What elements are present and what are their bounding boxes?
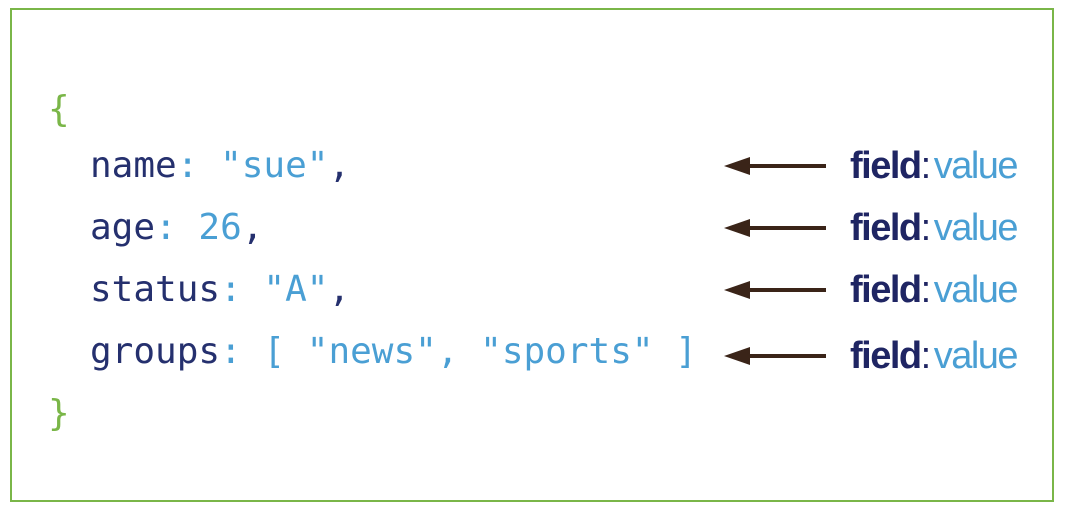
field-line-status: status: "A", xyxy=(90,272,350,312)
annotation-label: field:value xyxy=(850,144,1019,188)
field-key: status xyxy=(90,269,221,310)
annotation-value: value xyxy=(933,268,1019,311)
field-line-groups: groups: [ "news", "sports" ] xyxy=(90,334,697,374)
annotation-separator: : xyxy=(920,206,932,249)
annotation-value: value xyxy=(933,334,1019,377)
annotation-field: field xyxy=(850,334,922,377)
annotation-row: field:value xyxy=(724,206,1019,250)
field-colon: : xyxy=(155,207,177,248)
field-value: 26 xyxy=(198,207,242,248)
field-line-age: age: 26, xyxy=(90,210,263,250)
annotation-value: value xyxy=(933,144,1019,187)
annotation-separator: : xyxy=(920,268,932,311)
field-value: "A" xyxy=(263,269,329,310)
annotation-separator: : xyxy=(920,334,932,377)
open-brace: { xyxy=(48,89,70,130)
annotation-field: field xyxy=(850,206,922,249)
field-key: age xyxy=(90,207,156,248)
left-arrow-icon xyxy=(724,281,826,299)
field-comma: , xyxy=(241,207,264,248)
annotation-label: field:value xyxy=(850,268,1019,312)
json-document: { name: "sue", age: 26, status: "A", gro… xyxy=(12,10,697,478)
field-key: name xyxy=(90,145,177,186)
annotation-value: value xyxy=(933,206,1019,249)
annotation-row: field:value xyxy=(724,268,1019,312)
annotation-separator: : xyxy=(920,144,932,187)
diagram-frame: { name: "sue", age: 26, status: "A", gro… xyxy=(10,8,1054,502)
field-colon: : xyxy=(176,145,199,186)
close-brace: } xyxy=(48,393,70,434)
field-comma: , xyxy=(328,269,351,310)
left-arrow-icon xyxy=(724,347,826,365)
annotation-label: field:value xyxy=(850,334,1019,378)
left-arrow-icon xyxy=(724,219,826,237)
annotation-row: field:value xyxy=(724,334,1019,378)
field-colon: : xyxy=(220,269,242,310)
annotation-row: field:value xyxy=(724,144,1019,188)
field-colon: : xyxy=(220,331,242,372)
field-value: [ "news", "sports" ] xyxy=(263,331,697,372)
field-line-name: name: "sue", xyxy=(90,148,350,188)
field-value: "sue" xyxy=(220,145,329,186)
field-comma: , xyxy=(328,145,351,186)
field-key: groups xyxy=(90,331,221,372)
annotation-label: field:value xyxy=(850,206,1019,250)
left-arrow-icon xyxy=(724,157,826,175)
annotation-field: field xyxy=(850,268,922,311)
annotation-field: field xyxy=(850,144,922,187)
